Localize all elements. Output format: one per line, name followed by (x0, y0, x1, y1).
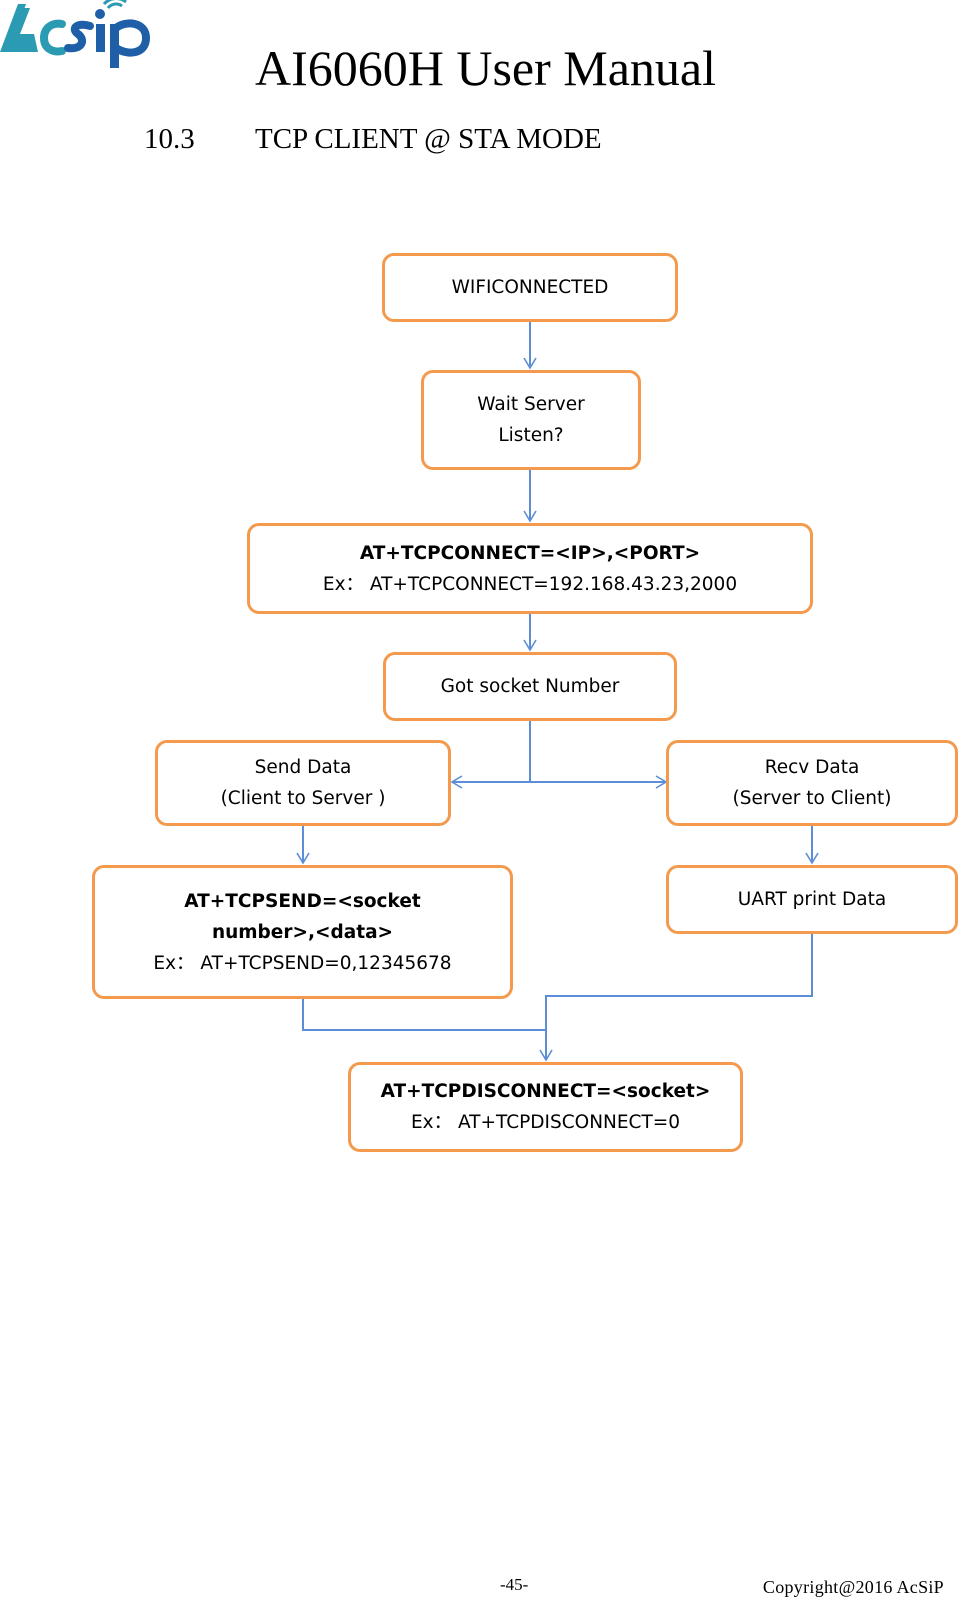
section-title: TCP CLIENT @ STA MODE (255, 123, 602, 155)
tcp-send-command-line-1: AT+TCPSEND=<socket (184, 890, 421, 912)
recv-data-box: Recv Data (Server to Client) (666, 740, 958, 826)
uart-print-label: UART print Data (737, 889, 887, 910)
tcp-send-example: Ex： AT+TCPSEND=0,12345678 (153, 952, 452, 974)
connector-uart-merge (539, 932, 813, 1062)
tcp-send-box: AT+TCPSEND=<socket number>,<data> Ex： AT… (92, 865, 513, 999)
send-data-box: Send Data (Client to Server ) (155, 740, 451, 826)
page-number: -45- (500, 1575, 529, 1594)
tcp-connect-command: AT+TCPCONNECT=<IP>,<PORT> (359, 542, 701, 564)
wifi-connected-box: WIFICONNECTED (382, 253, 678, 322)
connector-tcpsend-merge (302, 998, 546, 1031)
send-data-line-2: (Client to Server ) (220, 788, 386, 809)
uart-print-box: UART print Data (666, 865, 958, 934)
tcp-disconnect-command: AT+TCPDISCONNECT=<socket> (380, 1081, 711, 1102)
tcp-disconnect-box: AT+TCPDISCONNECT=<socket> Ex： AT+TCPDISC… (348, 1062, 743, 1152)
acsip-logo (0, 0, 150, 68)
got-socket-label: Got socket Number (440, 676, 620, 697)
wait-server-box: Wait Server Listen? (421, 370, 641, 470)
wait-server-line-2: Listen? (498, 425, 564, 446)
document-title: AI6060H User Manual (255, 40, 717, 96)
tcp-disconnect-example: Ex： AT+TCPDISCONNECT=0 (410, 1112, 681, 1133)
tcp-send-command-line-2: number>,<data> (211, 921, 394, 943)
wifi-connected-label: WIFICONNECTED (451, 277, 609, 298)
wait-server-line-1: Wait Server (477, 394, 585, 415)
send-data-line-1: Send Data (254, 757, 352, 778)
tcp-connect-box: AT+TCPCONNECT=<IP>,<PORT> Ex： AT+TCPCONN… (247, 523, 813, 614)
section-number: 10.3 (144, 123, 195, 155)
copyright-notice: Copyright@2016 AcSiP (762, 1577, 944, 1597)
got-socket-box: Got socket Number (383, 652, 677, 721)
tcp-connect-example: Ex： AT+TCPCONNECT=192.168.43.23,2000 (322, 573, 738, 595)
recv-data-line-1: Recv Data (764, 757, 860, 778)
recv-data-line-2: (Server to Client) (732, 788, 892, 809)
